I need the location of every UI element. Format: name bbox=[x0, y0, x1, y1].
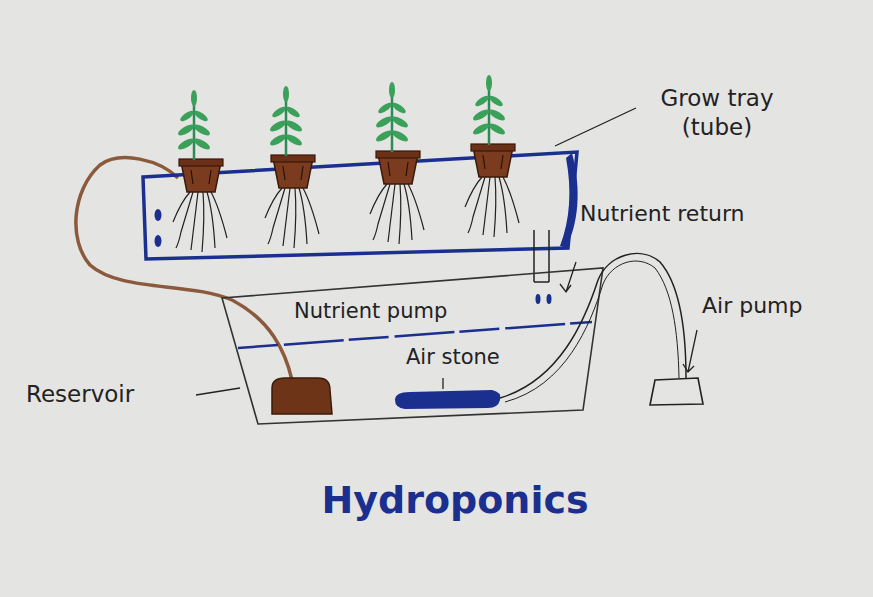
air-pump bbox=[650, 378, 703, 405]
nutrient-pump bbox=[272, 378, 332, 414]
return-drip bbox=[536, 294, 541, 304]
air-stone bbox=[395, 390, 500, 409]
reservoir-tank bbox=[222, 268, 603, 424]
return-pipe bbox=[534, 230, 549, 282]
drain-hole bbox=[155, 209, 162, 221]
part-label: Grow tray (tube) bbox=[640, 84, 794, 142]
net-pot bbox=[370, 151, 424, 244]
tray-end-cap bbox=[560, 153, 578, 248]
drain-hole bbox=[155, 235, 162, 247]
net-pot bbox=[465, 144, 519, 237]
leader-arrow bbox=[560, 262, 576, 292]
part-label: Reservoir bbox=[24, 380, 136, 409]
leader-arrow bbox=[683, 330, 697, 372]
air-line bbox=[500, 254, 686, 398]
grow-tray bbox=[143, 152, 577, 259]
leader-line bbox=[555, 108, 636, 146]
plant bbox=[176, 90, 211, 160]
part-label: Air pump bbox=[700, 292, 805, 320]
leader-line bbox=[442, 378, 443, 389]
net-pot bbox=[173, 159, 227, 252]
plant bbox=[268, 86, 303, 156]
plant bbox=[374, 82, 409, 152]
part-label: Nutrient return bbox=[578, 200, 747, 228]
part-label: Nutrient pump bbox=[292, 298, 449, 324]
diagram-title: Hydroponics bbox=[305, 478, 605, 522]
net-pot bbox=[265, 155, 319, 248]
return-drip bbox=[547, 294, 552, 304]
air-line bbox=[505, 261, 679, 402]
plant bbox=[471, 75, 506, 145]
leader-line bbox=[196, 388, 240, 395]
part-label: Air stone bbox=[404, 344, 502, 370]
